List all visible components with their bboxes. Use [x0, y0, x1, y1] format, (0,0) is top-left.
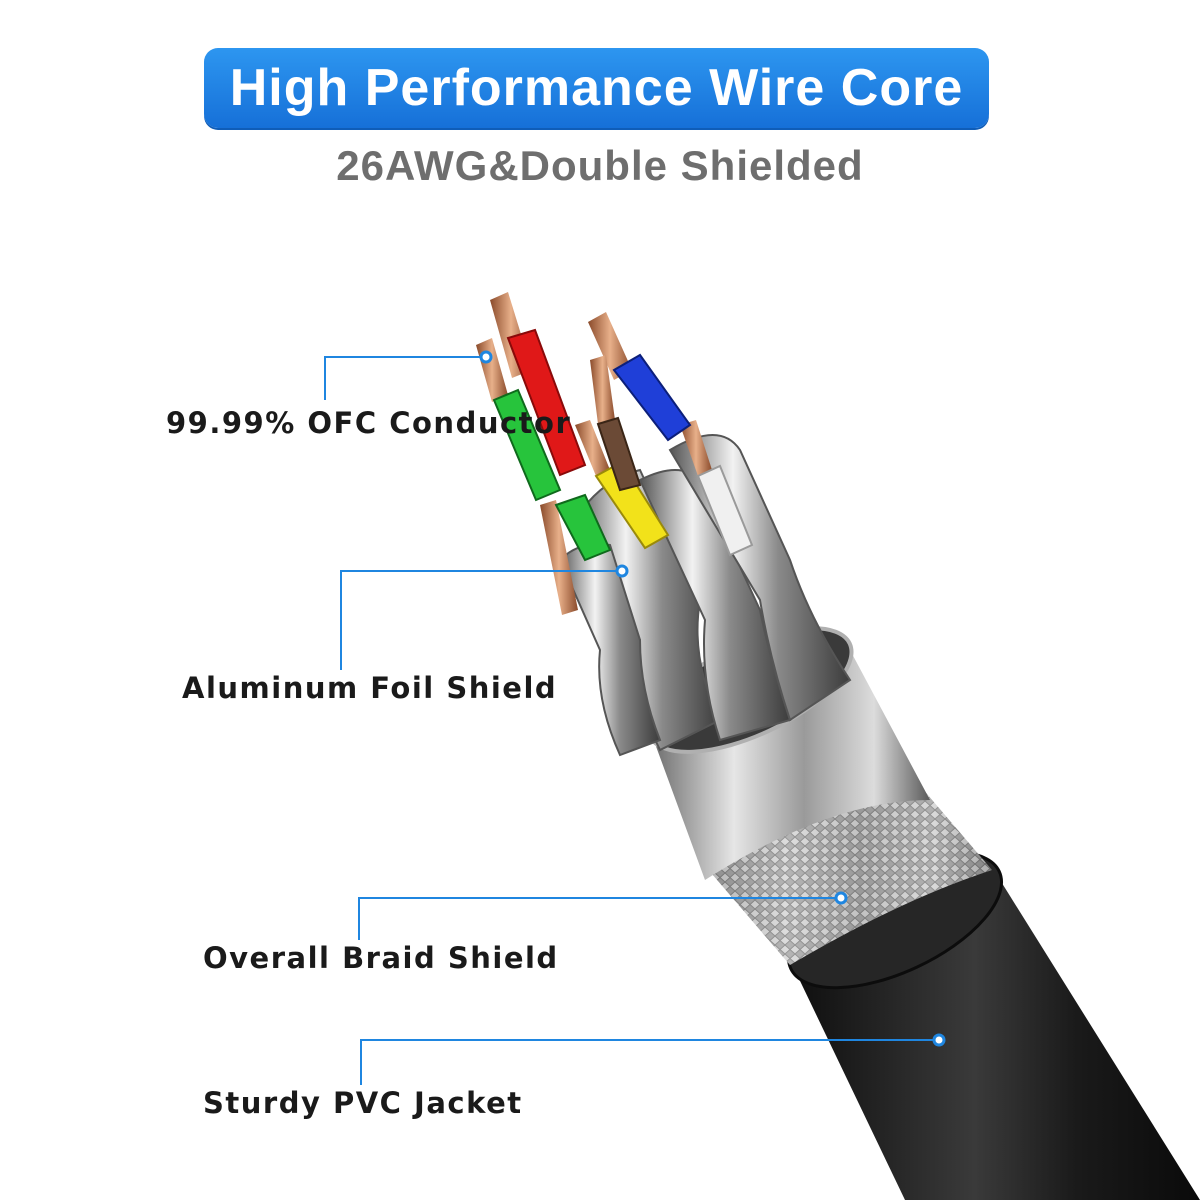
callout-line-jacket — [360, 1039, 939, 1085]
callout-dot-conductor — [479, 350, 493, 364]
label-overall-braid-shield: Overall Braid Shield — [203, 941, 559, 975]
page-subtitle: 26AWG&Double Shielded — [336, 142, 864, 189]
wire-green — [492, 388, 562, 502]
cable-body — [558, 434, 1200, 1200]
wire-brown — [596, 416, 642, 492]
callout-line-braid — [358, 897, 841, 940]
label-aluminum-foil-shield: Aluminum Foil Shield — [182, 671, 558, 705]
page-title: High Performance Wire Core — [229, 59, 964, 117]
wire-blue — [612, 353, 692, 442]
wire-red — [506, 328, 587, 477]
title-banner: High Performance Wire Core — [204, 48, 989, 128]
wire-green-2 — [554, 493, 612, 562]
callout-line-foil — [340, 570, 622, 670]
conductors — [476, 292, 754, 615]
callout-dot-foil — [615, 564, 629, 578]
callout-dot-braid — [834, 891, 848, 905]
callout-dots — [479, 350, 946, 1047]
label-ofc-conductor: 99.99% OFC Conductor — [166, 406, 572, 440]
callout-lines — [324, 356, 939, 1085]
callout-dot-jacket — [932, 1033, 946, 1047]
label-sturdy-pvc-jacket: Sturdy PVC Jacket — [203, 1086, 523, 1120]
wire-white — [696, 464, 754, 557]
callout-line-conductor — [324, 356, 486, 400]
